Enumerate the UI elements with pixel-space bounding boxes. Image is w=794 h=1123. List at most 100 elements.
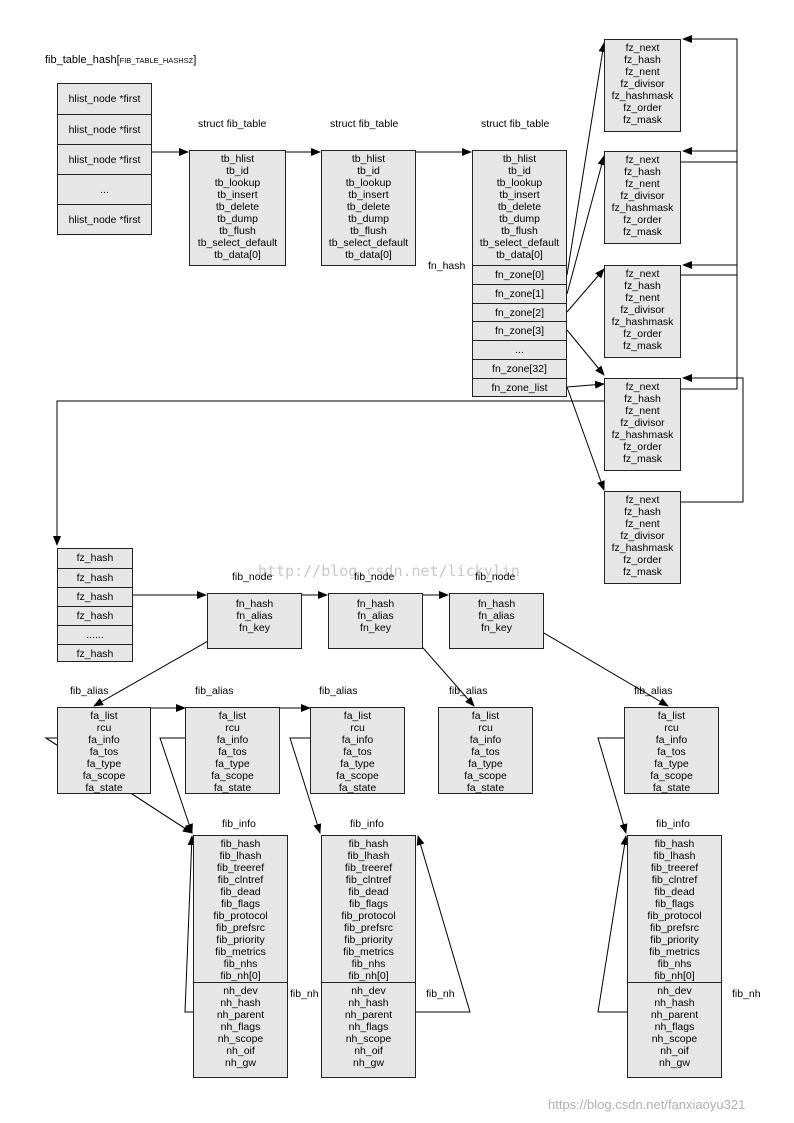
fn-zone-field: fz_nent [625,66,660,78]
title-bracket: FIB_TABLE_HASHSZ [119,56,194,65]
fib-nh-field: nh_parent [344,1009,393,1021]
fib-info-field: fib_dead [348,886,389,898]
fib-info-field: fib_treeref [216,862,265,874]
fn-zone-field: fz_divisor [620,417,665,429]
fib-table-field: tb_insert [348,189,389,201]
fib-info-field: fib_clntref [345,874,392,886]
fib-info-field: fib_nh[0] [654,970,695,982]
fib-alias-field: fa_info [469,734,502,746]
fib-table-field: tb_lookup [214,177,261,189]
fib-info-field: fib_lhash [219,850,262,862]
fib-info-field: fib_treeref [344,862,393,874]
fib-info-field: fib_metrics [343,946,394,958]
fib-alias-field: fa_tos [89,746,119,758]
fib-alias-field: fa_scope [211,770,254,782]
fib-info-field: fib_dead [654,886,695,898]
fib-info-field: fib_prefsrc [649,922,700,934]
fn-zone-field: fz_order [623,214,662,226]
fn-zone-field: fz_divisor [620,190,665,202]
fib-alias-field: fa_scope [464,770,507,782]
fib-table-field: tb_select_default [479,237,560,249]
fib-info-field: fib_prefsrc [343,922,394,934]
fib-info-field: fib_nhs [223,958,258,970]
fib-alias-field: fa_list [90,710,118,722]
fib-node-field: fn_key [239,622,270,634]
fib-table-field: tb_hlist [502,153,537,165]
fib-node-field: fn_key [481,622,512,634]
fib-alias-label-2: fib_alias [195,685,234,697]
fib-alias-field: fa_type [340,758,375,770]
fib-alias-field: fa_type [215,758,250,770]
fib-alias-field: rcu [478,722,493,734]
fib-node-field: fn_alias [478,610,515,622]
fib-node-label-1: fib_node [232,571,273,583]
hash-array-cell: ... [58,174,151,204]
fib-table-label-3: struct fib_table [481,118,550,130]
fib-node-field: fn_alias [236,610,273,622]
fib-info-field: fib_nh[0] [348,970,389,982]
fn-zone-field: fz_next [625,154,660,166]
fib-nh-field: nh_scope [345,1033,392,1045]
fib-node-field: fn_key [360,622,391,634]
fib-alias-field: rcu [350,722,365,734]
fn-zone-field: fz_hash [624,54,661,66]
fib-info-field: fib_nhs [657,958,692,970]
fn-zone-cell: fn_zone_list [473,377,566,397]
fib-node-field: fn_hash [235,598,274,610]
fib-alias-field: fa_type [654,758,689,770]
fib-table-field: tb_dump [217,213,258,225]
fib-alias-field: rcu [96,722,112,734]
bracket-open: [ [116,54,120,66]
fn-zone-field: fz_hashmask [611,316,674,328]
fib-table-field: tb_insert [499,189,540,201]
fib-nh-field: nh_flags [654,1021,695,1033]
fz-hash-cell: fz_hash [58,587,132,606]
fn-zone-field: fz_hash [624,166,661,178]
fn-zone-cell: fn_zone[3] [473,321,566,340]
fib-table-field: tb_insert [217,189,258,201]
hash-array-cell: hlist_node *first [68,93,141,105]
fib-nh-field: nh_flags [220,1021,261,1033]
fib-table-field: tb_data[0] [496,249,543,261]
fib-info-label-2: fib_info [350,818,384,830]
fib-nh-field: nh_gw [659,1057,690,1069]
fib-alias-field: fa_state [213,782,252,794]
title-main: fib_table_hash [45,54,117,66]
fib-alias-field: fa_type [468,758,503,770]
fib-nh-field: nh_parent [216,1009,265,1021]
fn-hash-label: fn_hash [428,260,466,272]
fib-info-field: fib_treeref [650,862,699,874]
fib-table-label-1: struct fib_table [198,118,267,130]
fib-table-field: tb_delete [215,201,260,213]
fn-zone-cell: fn_zone[32] [473,359,566,378]
fib-alias-field: fa_scope [650,770,693,782]
fib-node-label-2: fib_node [354,571,395,583]
fn-zone-field: fz_nent [625,292,660,304]
fib-info-field: fib_priority [650,934,699,946]
bracket-close: ] [193,54,197,66]
fib-nh-label-3: fib_nh [732,988,761,1000]
fib-info-field: fib_clntref [217,874,264,886]
fib-alias-field: fa_scope [336,770,379,782]
fib-alias-field: fa_type [86,758,122,770]
fn-zone-field: fz_hash [624,393,661,405]
fn-zone-field: fz_order [623,441,662,453]
fib-alias-field: fa_info [341,734,374,746]
fib-info-field: fib_lhash [653,850,696,862]
fn-zone-field: fz_nent [625,518,660,530]
fn-zone-cell: fn_zone[2] [473,302,566,322]
fib-info-field: fib_flags [348,898,389,910]
